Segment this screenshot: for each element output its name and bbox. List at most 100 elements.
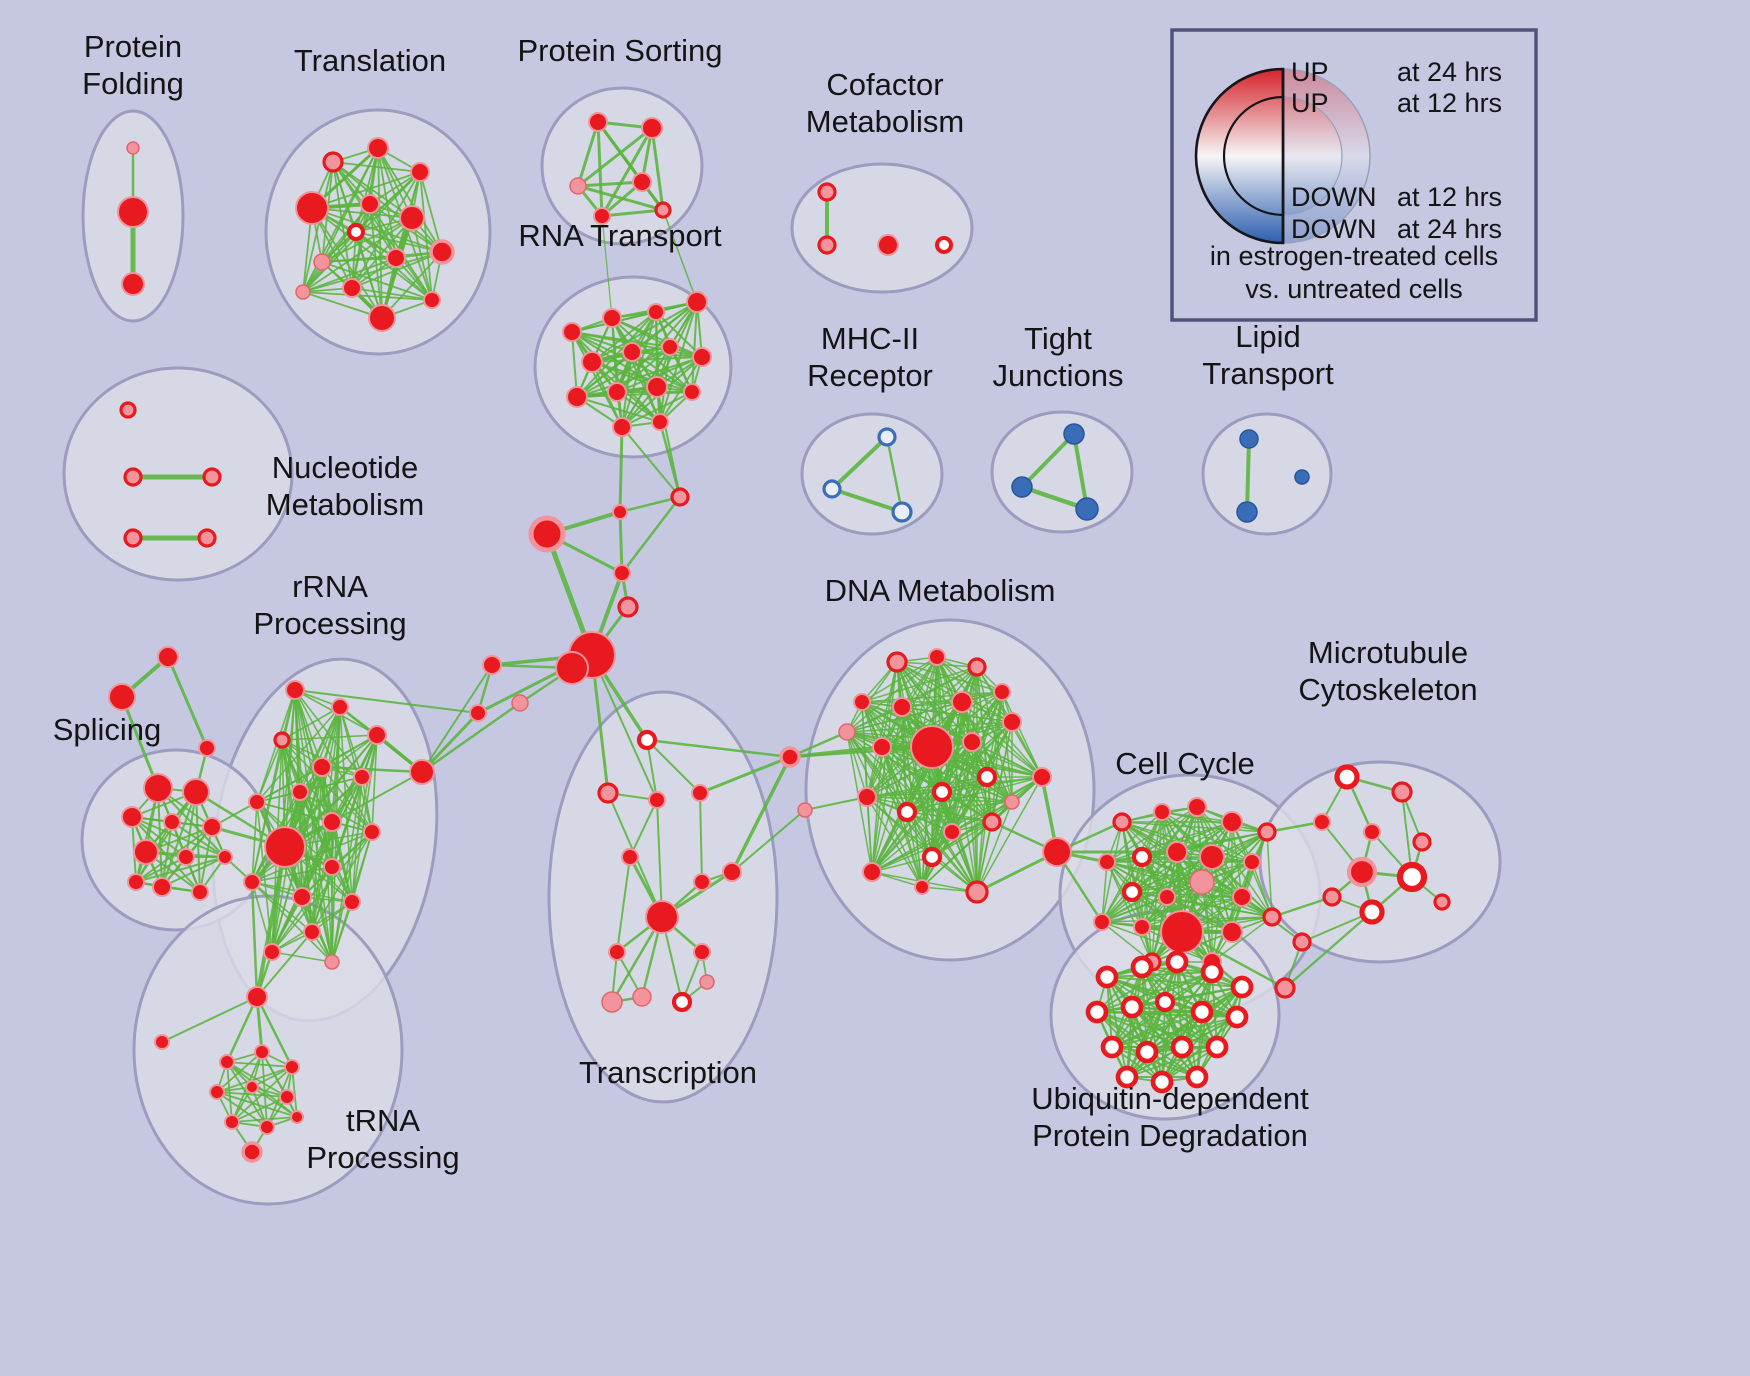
edge-rr6-rr15 — [351, 776, 363, 903]
edge-tn4-tn6 — [216, 1051, 263, 1093]
node-ub5 — [1230, 975, 1254, 999]
edge-dm1-dm8 — [846, 661, 898, 733]
edge-cc2-cc5 — [1161, 811, 1268, 833]
edge-dm14-dm23 — [976, 776, 988, 893]
edge-ub4-ub7 — [1131, 971, 1213, 1008]
node-mh1 — [877, 427, 897, 447]
node-tn8 — [279, 1089, 295, 1105]
edge-dm1-dm7 — [896, 661, 1003, 693]
edge-tr6-tr14 — [411, 217, 433, 301]
edge-tn1-tn2 — [161, 996, 258, 1043]
edge-rr1-rr6 — [294, 689, 363, 778]
node-dm25 — [797, 802, 813, 818]
edge-tx4-pb — [698, 755, 792, 795]
legend-ring-right-inner — [1282, 96, 1343, 216]
edge-rr3-rr10 — [371, 734, 378, 833]
edge-ub8-ub16 — [1161, 1001, 1166, 1083]
node-rt12 — [683, 383, 701, 401]
node-sp7 — [177, 848, 195, 866]
node-mt7 — [1396, 861, 1428, 893]
node-mt12 — [1274, 977, 1296, 999]
node-tr11 — [342, 278, 362, 298]
edge-ub6-ub10 — [1096, 1011, 1238, 1018]
edge-tx5-tx9 — [616, 856, 631, 953]
edge-ch2-ch4 — [618, 510, 624, 575]
edge-dm3-dm4 — [861, 666, 978, 703]
edge-ub1-ub4 — [1106, 971, 1213, 978]
node-ch2 — [612, 504, 628, 520]
edge-dm22-dm23 — [976, 801, 1013, 893]
node-tr7 — [347, 223, 365, 241]
node-ub4 — [1200, 960, 1224, 984]
node-rr3 — [367, 725, 387, 745]
node-rt9 — [566, 386, 588, 408]
cluster-label-line: Protein Degradation — [1032, 1118, 1308, 1153]
edge-rt4-rt12 — [691, 301, 698, 393]
edge-sp8-sp11 — [135, 856, 226, 883]
node-rt11 — [646, 376, 668, 398]
cluster-label-line: Transcription — [579, 1055, 757, 1090]
edge-hub-tx3 — [591, 654, 658, 801]
node-dm16 — [857, 787, 877, 807]
cluster-label-line: Cofactor — [826, 67, 943, 102]
cluster-label-line: Protein — [84, 29, 182, 64]
node-dm1 — [886, 651, 908, 673]
node-ub1 — [1095, 965, 1119, 989]
cluster-label-line: Junctions — [993, 358, 1124, 393]
edge-tn5-tn11 — [291, 1066, 298, 1118]
node-cc2 — [1153, 803, 1171, 821]
cluster-transcription-label: Transcription — [579, 1055, 757, 1090]
node-ub3 — [1165, 950, 1189, 974]
node-dm3 — [967, 657, 987, 677]
cluster-label-line: Metabolism — [806, 104, 965, 139]
edge-dm6-dm9 — [881, 701, 963, 748]
node-cf3 — [877, 234, 899, 256]
node-pf2 — [117, 196, 149, 228]
edge-rr12-rr13 — [251, 866, 333, 883]
edge-rr9-rr15 — [331, 821, 353, 903]
edge-dm15-dm16 — [866, 791, 943, 798]
edge-mh1-mh3 — [885, 435, 904, 514]
edge-dm14-dm21 — [871, 776, 988, 873]
edge-ps5-ps6 — [600, 208, 665, 218]
cluster-label-line: Processing — [306, 1140, 459, 1175]
edge-dm4-dm7 — [861, 691, 1003, 703]
cluster-label-line: Cell Cycle — [1115, 746, 1255, 781]
edge-dm8-dm24 — [846, 731, 923, 888]
edge-cc5-cc19 — [1266, 831, 1273, 918]
edge-tr5-tr12 — [302, 203, 371, 293]
edge-dm19-dm20 — [931, 821, 993, 858]
edge-tx8-pb — [730, 755, 792, 874]
edge-rt4-rt14 — [659, 301, 698, 423]
node-rt3 — [647, 303, 665, 321]
cluster-label-line: Nucleotide — [272, 450, 418, 485]
edge-ub10-ub11 — [1111, 1016, 1238, 1048]
node-mt10 — [1433, 893, 1451, 911]
edge-cc19-mt8 — [1270, 895, 1334, 919]
edge-cc2-cc21 — [1151, 811, 1163, 963]
cluster-lipid-transport-ellipse — [1201, 412, 1333, 536]
node-tx4 — [691, 784, 709, 802]
node-rr1 — [285, 680, 305, 700]
node-tx1 — [636, 729, 658, 751]
node-rt10 — [607, 382, 627, 402]
edge-tr2-tr10 — [377, 147, 443, 253]
edge-rr5-rr8 — [256, 766, 323, 803]
node-tn9 — [224, 1114, 240, 1130]
node-tn11 — [290, 1110, 304, 1124]
edge-dm13-dm23 — [976, 776, 1043, 893]
edge-dm2-dm4 — [861, 656, 938, 703]
node-dm22 — [1004, 794, 1020, 810]
edge-dm7-dm8 — [846, 691, 1003, 733]
node-tr13 — [368, 304, 396, 332]
edge-tn8-tn9 — [231, 1096, 288, 1123]
node-ub7 — [1120, 995, 1144, 1019]
edge-cc5-cc8 — [1176, 831, 1268, 853]
cluster-label-line: MHC-II — [821, 321, 919, 356]
node-tx2 — [597, 782, 619, 804]
node-mt9 — [1359, 899, 1385, 925]
node-tr6 — [399, 205, 425, 231]
